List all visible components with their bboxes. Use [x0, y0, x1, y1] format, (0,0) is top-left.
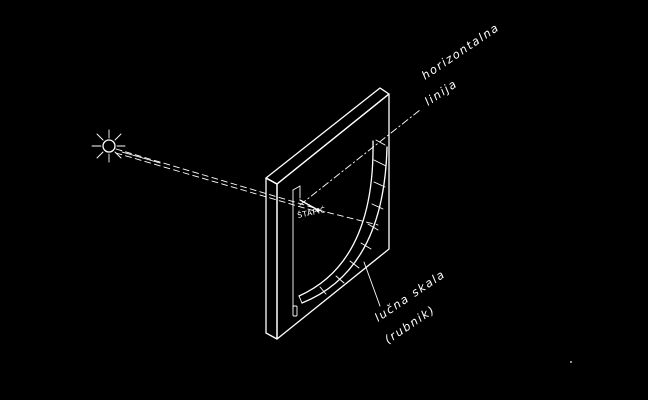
- horizon-line: [299, 109, 421, 206]
- arc-scale-leader: [363, 261, 381, 307]
- sundial-board: [265, 87, 390, 340]
- horizon-label-line1: horizontalna: [419, 20, 502, 82]
- arc-scale: [298, 139, 388, 304]
- sun-ray-lines: [115, 148, 319, 213]
- sun-icon: [91, 129, 126, 163]
- gnomon: [299, 199, 379, 226]
- stray-dot: [570, 361, 572, 363]
